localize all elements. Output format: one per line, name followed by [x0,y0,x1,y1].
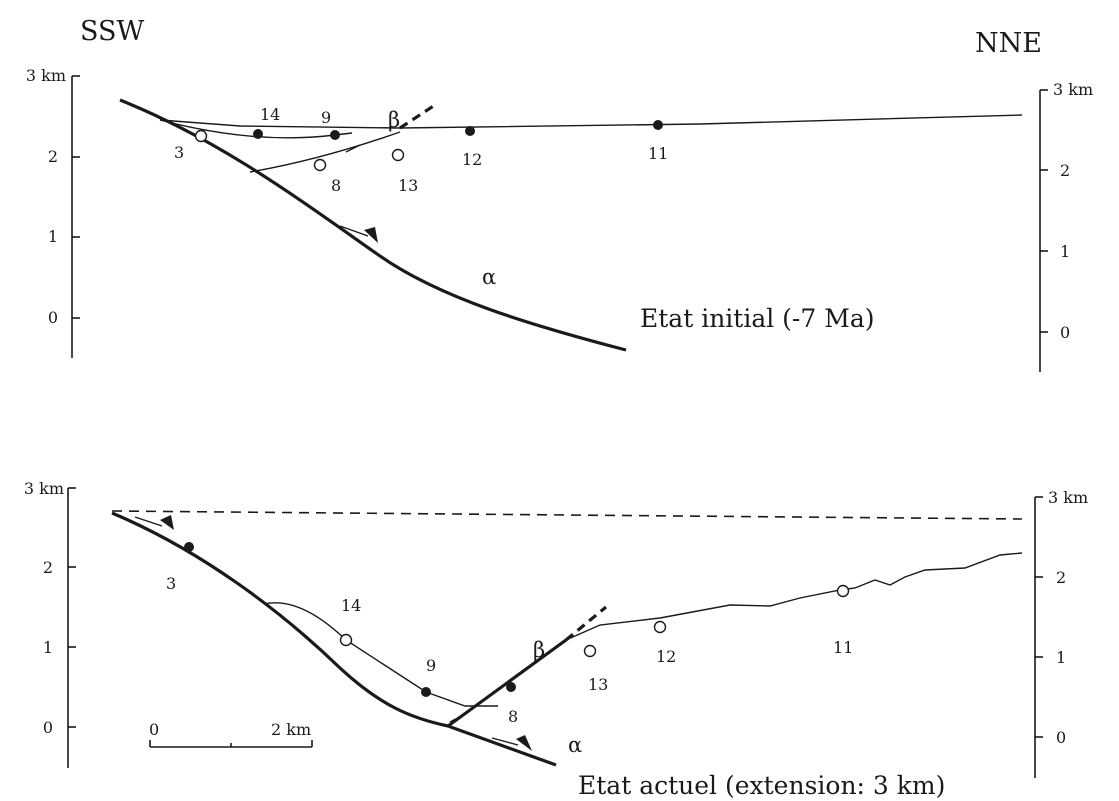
top-right-tick-label: 3 km [1053,80,1093,99]
top-point-label: 8 [331,176,341,195]
label-ssw: SSW [80,16,145,47]
bottom-point-8 [506,682,516,692]
bottom-point-label: 12 [656,647,676,666]
top-point-8 [313,158,327,172]
bottom-label-alpha: α [568,733,582,757]
scale-bar-end-label: 2 km [271,720,311,739]
bottom-dashed-reference-line [111,510,1023,520]
top-panel-title: Etat initial (-7 Ma) [640,304,875,333]
bottom-point-label: 9 [426,656,436,675]
bottom-left-tick-label: 3 km [24,479,64,498]
bottom-fault-alpha [111,511,557,767]
top-arrowhead-alpha [364,227,378,243]
bottom-basin-surface [263,602,498,707]
top-point-11 [653,120,663,130]
top-right-tick-label: 0 [1060,323,1070,342]
label-nne: NNE [975,28,1042,59]
top-label-alpha: α [482,265,496,289]
bottom-arrowhead-top [160,515,174,530]
top-label-beta: β [388,108,400,132]
bottom-point-label: 13 [588,675,608,694]
top-slip-arrow-alpha [339,225,369,237]
top-left-tick-label: 0 [48,308,58,327]
bottom-arrowhead-alpha [516,735,532,751]
top-fault-beta-extension [399,103,436,130]
bottom-point-12 [653,620,667,634]
bottom-right-tick-label: 2 [1056,568,1066,587]
top-sub-basin-curve [249,131,401,173]
top-point-label: 11 [648,144,668,163]
top-right-tick-label: 1 [1060,242,1070,261]
top-point-12 [465,126,475,136]
bottom-left-tick-label: 0 [43,718,53,737]
bottom-slip-arrow-alpha [491,737,519,746]
bottom-right-tick-label: 3 km [1048,488,1088,507]
bottom-left-tick-label: 2 [43,558,53,577]
bottom-fault-beta-extension [564,605,608,642]
top-slip-arrow-beta [345,144,361,153]
bottom-panel-title: Etat actuel (extension: 3 km) [578,771,945,800]
bottom-point-label: 14 [341,596,361,615]
bottom-point-label: 3 [166,574,176,593]
scale-bar-start-label: 0 [149,720,159,739]
bottom-point-11 [836,584,850,598]
bottom-point-13 [583,644,597,658]
bottom-fault-beta [447,638,567,728]
top-right-tick-label: 2 [1060,161,1070,180]
top-surface-line [159,114,1023,129]
bottom-right-tick-label: 0 [1056,728,1066,747]
bottom-slip-arrow-beta [449,713,466,723]
bottom-point-label: 11 [833,638,853,657]
bottom-point-14 [339,633,353,647]
top-point-label: 9 [321,108,331,127]
bottom-slip-arrow-top [134,516,163,527]
top-point-3 [194,129,208,143]
panel-initial-state: 3 km 2 1 0 3 km 2 1 0 β α 3 14 [26,66,1093,372]
bottom-label-beta: β [533,638,545,662]
top-point-label: 14 [260,105,280,124]
scale-bar: 0 2 km [149,720,313,748]
top-point-13 [391,148,405,162]
bottom-point-3 [184,542,194,552]
bottom-point-label: 8 [508,707,518,726]
top-left-tick-label: 3 km [26,66,66,85]
bottom-surface-line [565,552,1023,641]
top-point-label: 3 [174,143,184,162]
top-point-9 [330,130,340,140]
top-left-tick-label: 2 [48,147,58,166]
panel-current-state: 3 km 2 1 0 3 km 2 1 0 β α 3 [24,479,1088,800]
top-point-label: 13 [398,176,418,195]
bottom-point-9 [421,687,431,697]
top-left-tick-label: 1 [48,227,58,246]
top-fault-alpha [119,98,627,352]
bottom-left-tick-label: 1 [43,638,53,657]
top-point-label: 12 [462,150,482,169]
top-point-14 [253,129,263,139]
bottom-right-tick-label: 1 [1056,648,1066,667]
